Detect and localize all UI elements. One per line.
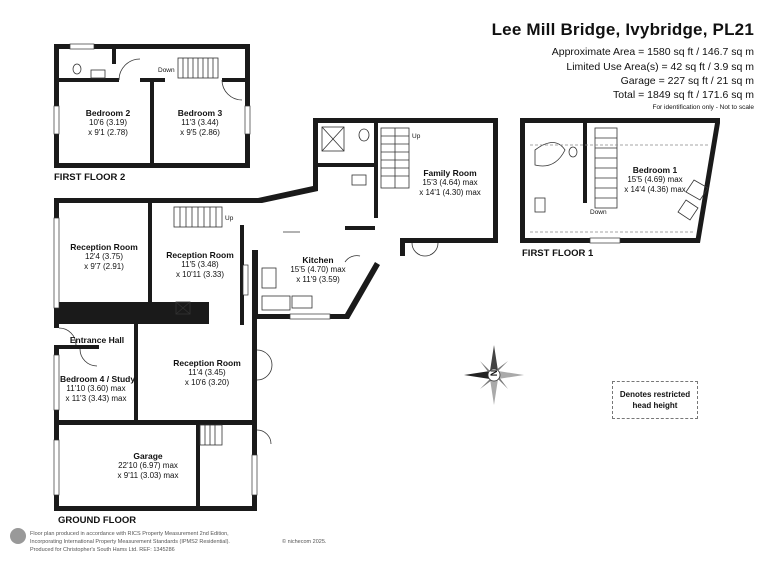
stair-label-up: Up: [225, 215, 234, 222]
floor-label-first-floor-2: FIRST FLOOR 2: [54, 172, 126, 183]
room-name: Kitchen: [302, 255, 334, 265]
room-name: Family Room: [423, 168, 477, 178]
first-floor-1-plan: [520, 118, 720, 244]
family-room-plan: [313, 118, 498, 257]
room-name: Reception Room: [70, 242, 138, 252]
room-dimension: x 9'1 (2.78): [88, 128, 128, 137]
room-name: Bedroom 3: [177, 108, 223, 118]
room-family-room: Family Room 15'3 (4.64) max x 14'1 (4.30…: [405, 168, 495, 198]
room-reception-room-2: Reception Room 11'5 (3.48) x 10'11 (3.33…: [158, 250, 242, 280]
room-dimension: 15'3 (4.64) max: [422, 178, 478, 187]
room-dimension: x 9'5 (2.86): [180, 128, 220, 137]
approximate-area: Approximate Area = 1580 sq ft / 146.7 sq…: [551, 46, 754, 58]
room-dimension: 11'10 (3.60) max: [66, 384, 126, 393]
room-garage: Garage 22'10 (6.97) max x 9'11 (3.03) ma…: [102, 451, 194, 481]
compass-north-letter: N: [489, 369, 499, 377]
room-bedroom-2: Bedroom 2 10'6 (3.19) x 9'1 (2.78): [72, 108, 144, 138]
footer-line: Incorporating International Property Mea…: [30, 539, 230, 545]
footer-credits: Floor plan produced in accordance with R…: [30, 530, 230, 554]
garage-area: Garage = 227 sq ft / 21 sq m: [620, 75, 754, 87]
footer-line: Floor plan produced in accordance with R…: [30, 531, 229, 537]
room-dimension: x 11'9 (3.59): [296, 275, 340, 284]
limited-use-area: Limited Use Area(s) = 42 sq ft / 3.9 sq …: [566, 61, 754, 73]
room-dimension: 11'4 (3.45): [188, 368, 226, 377]
compass-rose: [464, 345, 524, 405]
footer-line: Produced for Christopher's South Hams Lt…: [30, 547, 175, 553]
room-reception-room-1: Reception Room 12'4 (3.75) x 9'7 (2.91): [62, 242, 146, 272]
room-bedroom-4-study: Bedroom 4 / Study 11'10 (3.60) max x 11'…: [60, 374, 136, 404]
room-bedroom-1: Bedroom 1 15'5 (4.69) max x 14'4 (4.36) …: [610, 165, 700, 195]
floor-label-first-floor-1: FIRST FLOOR 1: [522, 248, 594, 259]
room-name: Reception Room: [173, 358, 241, 368]
room-bedroom-3: Bedroom 3 11'3 (3.44) x 9'5 (2.86): [162, 108, 238, 138]
room-kitchen: Kitchen 15'5 (4.70) max x 11'9 (3.59): [278, 255, 358, 285]
property-title: Lee Mill Bridge, Ivybridge, PL21: [491, 20, 754, 39]
total-area: Total = 1849 sq ft / 171.6 sq m: [613, 89, 754, 101]
legend-text: head height: [632, 401, 678, 410]
rics-logo-icon: [10, 528, 26, 544]
room-dimension: 12'4 (3.75): [85, 252, 123, 261]
copyright-notice: © nichecom 2025.: [282, 539, 327, 545]
room-dimension: 11'5 (3.48): [181, 260, 219, 269]
stair-label-up: Up: [412, 133, 421, 140]
room-dimension: x 10'6 (3.20): [184, 378, 230, 387]
room-dimension: x 11'3 (3.43) max: [65, 394, 127, 403]
room-dimension: x 10'11 (3.33): [175, 270, 225, 279]
room-name: Bedroom 2: [85, 108, 131, 118]
room-dimension: x 14'4 (4.36) max: [624, 185, 686, 194]
room-dimension: x 9'7 (2.91): [84, 262, 124, 271]
first-floor-2-plan: [53, 43, 251, 168]
room-dimension: x 14'1 (4.30) max: [419, 188, 481, 197]
room-reception-room-3: Reception Room 11'4 (3.45) x 10'6 (3.20): [164, 358, 250, 388]
room-dimension: 22'10 (6.97) max: [118, 461, 178, 470]
room-dimension: 15'5 (4.70) max: [290, 265, 346, 274]
scale-disclaimer: For identification only - Not to scale: [652, 104, 754, 111]
room-dimension: x 9'11 (3.03) max: [117, 471, 179, 480]
room-name: Bedroom 4 / Study: [60, 374, 136, 384]
room-dimension: 15'5 (4.69) max: [627, 175, 683, 184]
room-name: Entrance Hall: [69, 335, 125, 345]
restricted-head-height-legend: Denotes restricted head height: [612, 381, 698, 419]
legend-text: Denotes restricted: [619, 390, 691, 399]
room-name: Bedroom 1: [632, 165, 678, 175]
room-entrance-hall: Entrance Hall: [62, 335, 132, 345]
room-name: Reception Room: [166, 250, 234, 260]
room-dimension: 10'6 (3.19): [89, 118, 127, 127]
stair-label-down: Down: [590, 209, 607, 216]
room-name: Garage: [133, 451, 163, 461]
stair-label-down: Down: [158, 67, 175, 74]
ground-floor-plan: [53, 186, 380, 511]
room-dimension: 11'3 (3.44): [181, 118, 219, 127]
floor-label-ground-floor: GROUND FLOOR: [58, 515, 137, 526]
